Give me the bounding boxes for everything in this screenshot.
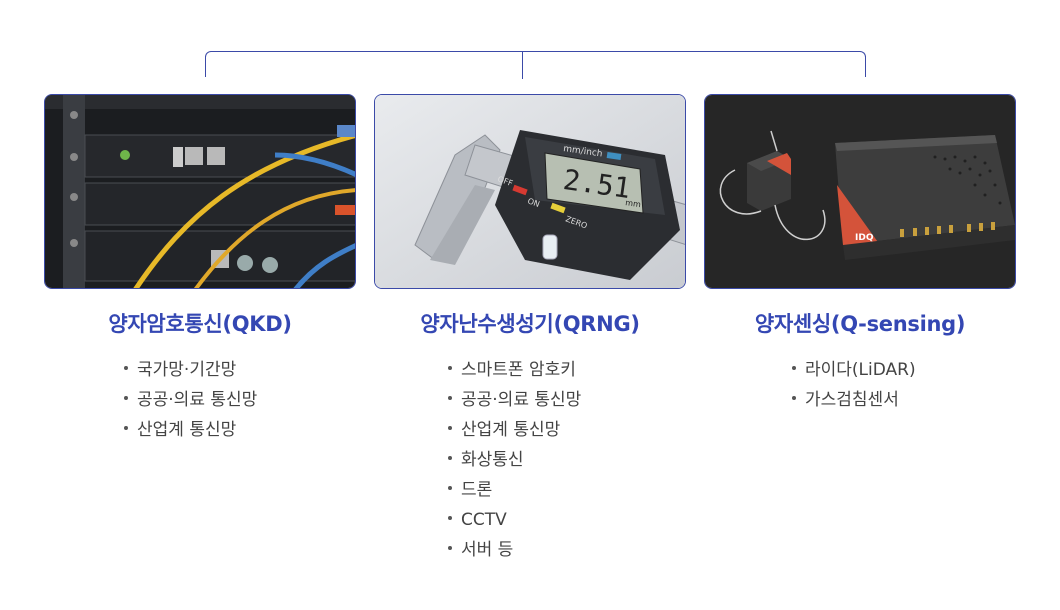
list-item: 화상통신 <box>448 445 686 475</box>
caliper-on-label: ON <box>526 196 541 209</box>
list-item: 공공·의료 통신망 <box>448 385 686 415</box>
list-item: 드론 <box>448 475 686 505</box>
category-title: 양자난수생성기(QRNG) <box>420 312 640 336</box>
connector-bracket <box>205 51 866 77</box>
connector-stem <box>522 51 524 79</box>
bullet-icon <box>448 546 452 550</box>
quantum-sensor-device-photo: IDQ <box>704 94 1016 289</box>
category-title: 양자암호통신(QKD) <box>108 312 292 336</box>
bullet-icon <box>124 396 128 400</box>
bullet-icon <box>792 396 796 400</box>
bullet-icon <box>448 516 452 520</box>
item-list: 라이다(LiDAR) 가스검침센서 <box>792 355 1016 415</box>
category-qkd: 양자암호통신(QKD) 국가망·기간망 공공·의료 통신망 산업계 통신망 <box>44 94 356 445</box>
list-item: 공공·의료 통신망 <box>124 385 356 415</box>
bullet-icon <box>448 396 452 400</box>
device-brand-label: IDQ <box>855 233 874 243</box>
item-list: 국가망·기간망 공공·의료 통신망 산업계 통신망 <box>124 355 356 445</box>
item-list: 스마트폰 암호키 공공·의료 통신망 산업계 통신망 화상통신 드론 CCTV … <box>448 355 686 565</box>
list-item: 서버 등 <box>448 535 686 565</box>
list-item: CCTV <box>448 505 686 535</box>
list-item: 가스검침센서 <box>792 385 1016 415</box>
category-qrng: 2.51 mm mm/inch OFF ON ZERO 양자난수생성기(QRNG… <box>374 94 686 565</box>
bullet-icon <box>448 456 452 460</box>
list-item: 라이다(LiDAR) <box>792 355 1016 385</box>
network-rack-photo <box>44 94 356 289</box>
category-qsensing: IDQ 양 <box>704 94 1016 415</box>
bullet-icon <box>448 366 452 370</box>
category-title: 양자센싱(Q-sensing) <box>754 312 966 336</box>
bullet-icon <box>448 486 452 490</box>
bullet-icon <box>448 426 452 430</box>
bullet-icon <box>792 366 796 370</box>
list-item: 스마트폰 암호키 <box>448 355 686 385</box>
caliper-mm-label: mm <box>625 198 642 209</box>
bullet-icon <box>124 426 128 430</box>
list-item: 국가망·기간망 <box>124 355 356 385</box>
digital-caliper-photo: 2.51 mm mm/inch OFF ON ZERO <box>374 94 686 289</box>
list-item: 산업계 통신망 <box>448 415 686 445</box>
bullet-icon <box>124 366 128 370</box>
list-item: 산업계 통신망 <box>124 415 356 445</box>
